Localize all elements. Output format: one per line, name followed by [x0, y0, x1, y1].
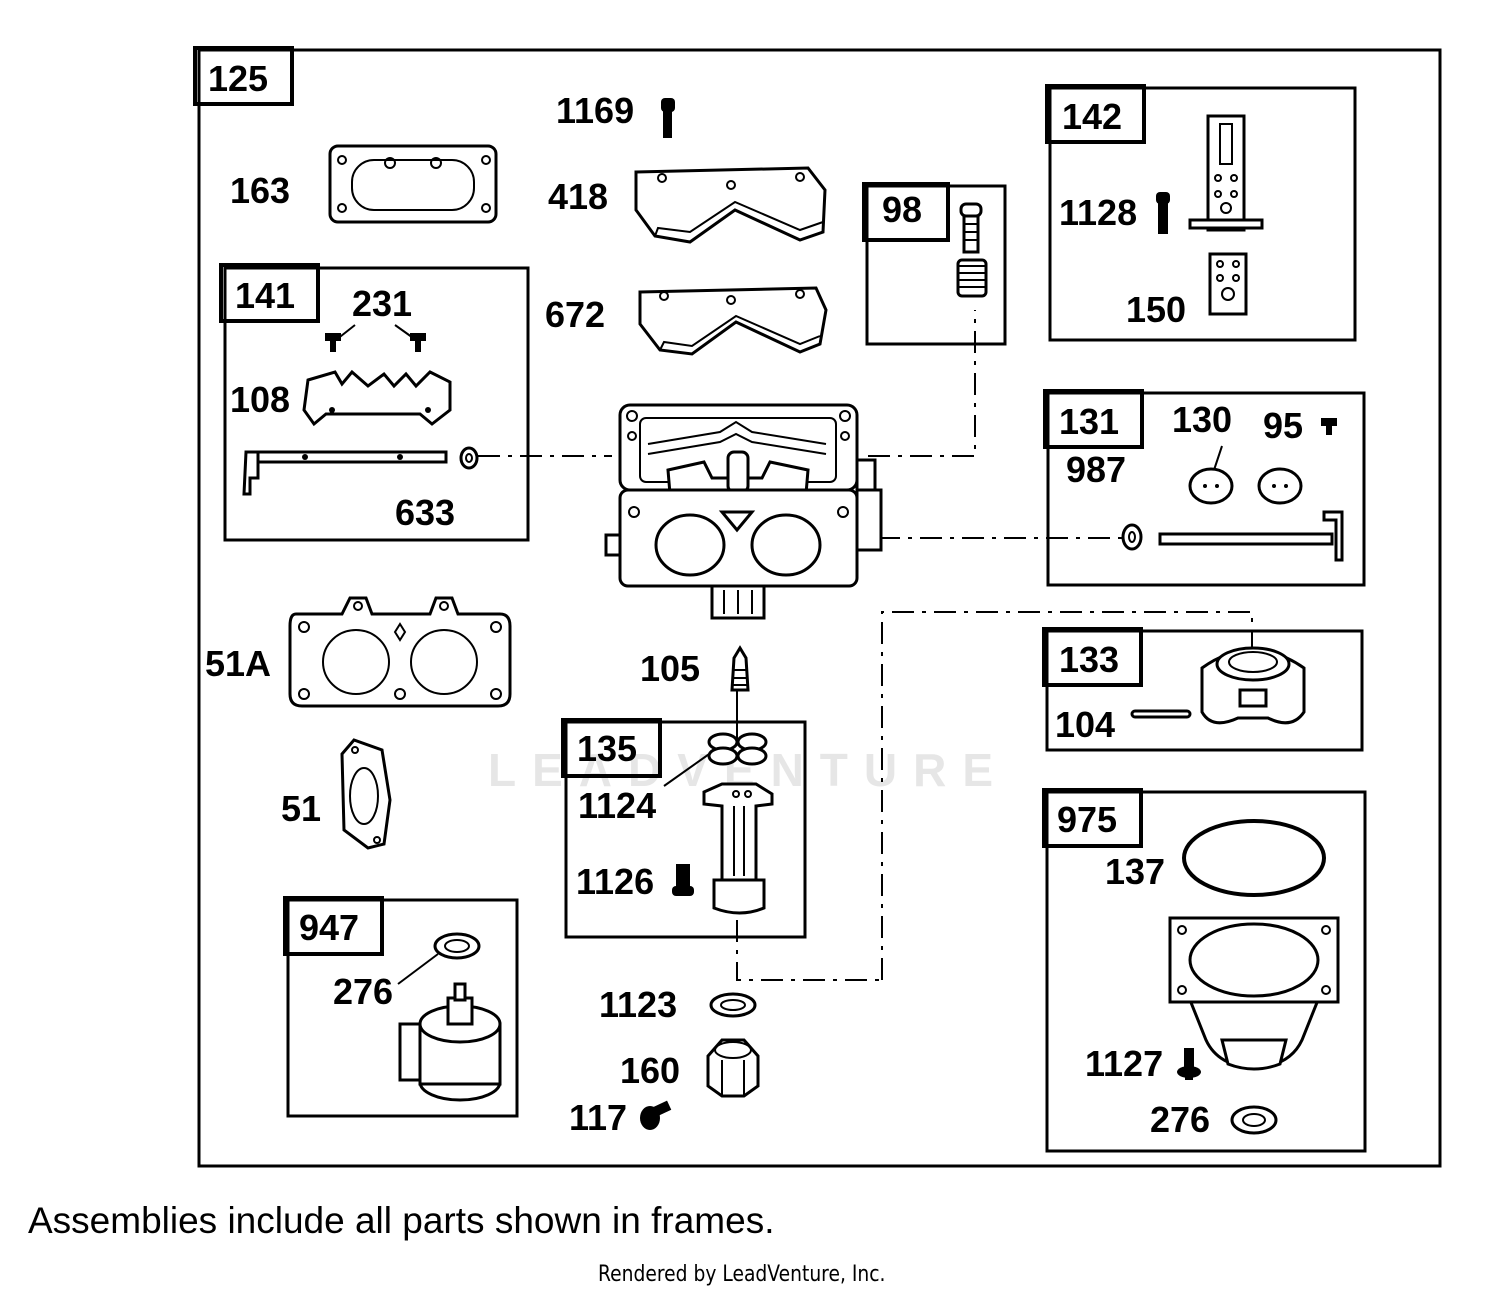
frame-975: [1045, 790, 1367, 1153]
screw-95-icon: [1321, 418, 1337, 435]
frame-133-tag-box: [1042, 627, 1143, 687]
part-117-label: 117: [569, 1097, 627, 1138]
washer-987-icon: [1121, 523, 1143, 551]
frame-125-tag-box: [193, 46, 294, 106]
needle-105-icon: [730, 645, 750, 692]
pin-104-icon: [1130, 709, 1192, 719]
part-51-label: 51: [281, 788, 321, 829]
part-633-label: 633: [395, 492, 455, 533]
part-1123-label: 1123: [599, 984, 677, 1025]
gasket-672-icon: [638, 286, 828, 356]
part-51A-label: 51A: [205, 643, 271, 684]
frame-947: [286, 898, 519, 1118]
part-137-label: 137: [1105, 851, 1165, 892]
shaft-plate-108-icon: [302, 369, 452, 427]
carburetor-body-icon: [604, 403, 883, 620]
part-1124-label: 1124: [578, 785, 656, 826]
throttle-plates-130-icon: [1188, 467, 1303, 505]
frame-141-tag: 141: [235, 275, 295, 316]
gasket-51-icon: [340, 738, 392, 850]
seals-1124-icon: [707, 732, 768, 766]
screw-spring-98-icon: [956, 202, 988, 298]
part-95-label: 95: [1263, 405, 1303, 446]
frame-125-tag: 125: [208, 58, 268, 99]
screw-1169-icon: [661, 98, 675, 138]
frame-141: [223, 266, 530, 542]
float-bowl-975-icon: [1168, 916, 1340, 1071]
float-133-icon: [1200, 646, 1306, 725]
part-672-label: 672: [545, 294, 605, 335]
frame-142-tag-box: [1045, 84, 1146, 144]
part-418-label: 418: [548, 176, 608, 217]
frame-947-tag: 947: [299, 907, 359, 948]
part-130-label: 130: [1172, 399, 1232, 440]
part-160-label: 160: [620, 1050, 680, 1091]
gasket-163-icon: [328, 144, 498, 224]
cover-plate-418-icon: [634, 166, 827, 244]
frame-975-tag: 975: [1057, 799, 1117, 840]
frame-135: [564, 720, 807, 939]
frame-133: [1045, 629, 1364, 752]
plate-150-icon: [1208, 252, 1248, 316]
gasket-51A-icon: [288, 596, 512, 708]
footnote: Assemblies include all parts shown in fr…: [28, 1200, 775, 1241]
frame-142: [1048, 86, 1357, 342]
screw-1127-icon: [1177, 1048, 1201, 1080]
frame-142-tag: 142: [1062, 96, 1122, 137]
part-163-label: 163: [230, 170, 290, 211]
part-231-label: 231: [352, 283, 412, 324]
frame-947-tag-box: [283, 896, 384, 956]
frame-135-tag-box: [561, 718, 662, 778]
screw-1126-icon: [672, 864, 694, 896]
washer-276b-icon: [1230, 1105, 1278, 1135]
part-105-label: 105: [640, 648, 700, 689]
throttle-shaft-icon: [242, 450, 448, 496]
frame-975-tag-box: [1042, 788, 1143, 848]
frame-131-tag: 131: [1059, 401, 1119, 442]
part-1128-label: 1128: [1059, 192, 1137, 233]
part-1126-label: 1126: [576, 861, 654, 902]
emulsion-tube-icon: [702, 782, 774, 915]
credit: Rendered by LeadVenture, Inc.: [598, 1262, 886, 1287]
screw-117-icon: [640, 1100, 672, 1130]
frame-125: [197, 48, 1442, 1168]
choke-shaft-icon: [1158, 510, 1344, 562]
frame-131: [1046, 391, 1366, 587]
frame-133-tag: 133: [1059, 639, 1119, 680]
screw-1128-icon: [1156, 192, 1170, 234]
frame-98-tag: 98: [882, 189, 922, 230]
part-276b-label: 276: [1150, 1099, 1210, 1140]
part-1169-label: 1169: [556, 90, 634, 131]
frame-98-tag-box: [862, 182, 950, 242]
part-276a-label: 276: [333, 971, 393, 1012]
o-ring-137-icon: [1182, 819, 1326, 897]
frame-141-tag-box: [219, 263, 320, 323]
screw-231-icon: [325, 333, 426, 352]
part-150-label: 150: [1126, 289, 1186, 330]
bracket-142-icon: [1188, 114, 1264, 232]
solenoid-947-icon: [398, 982, 502, 1102]
part-987-label: 987: [1066, 449, 1126, 490]
washer-633-icon: [459, 446, 479, 470]
part-1127-label: 1127: [1085, 1043, 1163, 1084]
frame-131-tag-box: [1043, 389, 1144, 449]
nut-160-icon: [706, 1038, 760, 1098]
washer-1123-icon: [709, 992, 757, 1018]
part-108-label: 108: [230, 379, 290, 420]
washer-276-icon: [433, 932, 481, 960]
frame-135-tag: 135: [577, 728, 637, 769]
part-104-label: 104: [1055, 704, 1115, 745]
